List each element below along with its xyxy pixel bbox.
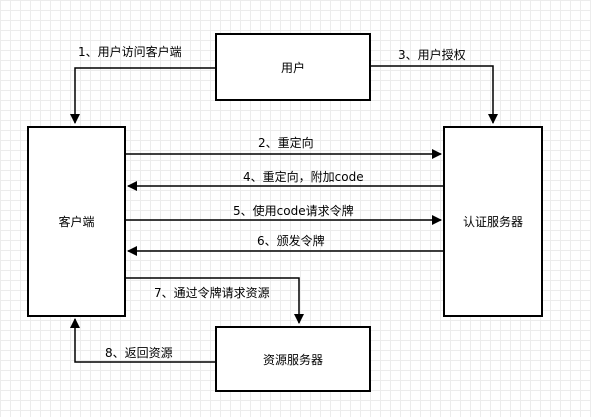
edge-3-arrow: [371, 65, 498, 124]
resource-server-node: 资源服务器: [215, 326, 371, 392]
edge-2-label: 2、重定向: [258, 136, 314, 150]
auth-server-node-label: 认证服务器: [462, 215, 523, 229]
user-node-label: 用户: [280, 60, 305, 75]
resource-server-node-label: 资源服务器: [262, 352, 323, 367]
edge-4-label: 4、重定向，附加code: [243, 170, 364, 184]
client-node: 客户端: [27, 126, 126, 317]
edge-6-label: 6、颁发令牌: [257, 234, 325, 248]
user-node: 用户: [215, 33, 371, 101]
edge-3-label: 3、用户授权: [398, 48, 466, 62]
client-node-label: 客户端: [58, 215, 95, 229]
edge-5-label: 5、使用code请求令牌: [233, 204, 354, 218]
edge-8-arrow: [70, 318, 215, 363]
edge-7-label: 7、通过令牌请求资源: [154, 286, 270, 300]
edge-1-arrow: [70, 67, 215, 124]
edge-7-arrow: [126, 277, 304, 324]
edge-8-label: 8、返回资源: [105, 346, 173, 360]
edge-1-label: 1、用户访问客户端: [78, 45, 182, 59]
auth-server-node: 认证服务器: [443, 126, 543, 317]
